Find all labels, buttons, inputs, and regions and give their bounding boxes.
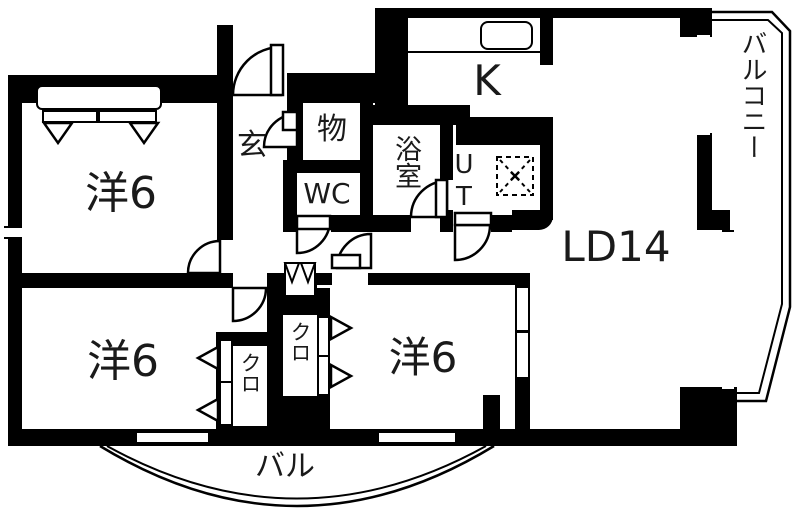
wall-balcony-a	[697, 18, 712, 33]
balcony-bottom-curve-inner	[106, 445, 487, 500]
wall-kitchen-right-upper	[540, 18, 553, 65]
ut-door-leaf	[453, 211, 493, 227]
fold-mark-left-2	[195, 396, 220, 424]
label-living-dining: LD14	[561, 222, 671, 271]
balcony-bottom-curve-outer	[99, 444, 495, 508]
wall-storage-top	[293, 73, 390, 103]
bedroom-bm-door-leaf	[330, 253, 362, 270]
wall-left	[8, 75, 22, 446]
wall-corridor-left	[283, 160, 297, 232]
label-bedroom-bottom-left: 洋6	[87, 336, 159, 387]
wall-kitchen-bottom-b	[456, 117, 540, 145]
fold-mark-tl-1	[41, 121, 75, 146]
closet-right-panel-divider	[317, 355, 330, 357]
label-closet-left: クロ	[238, 352, 262, 394]
wall-corridor-top-d	[491, 215, 512, 232]
closet-left-box	[233, 346, 267, 426]
wall-balcony-step	[697, 210, 730, 230]
wall-kitchen-bottom-a	[373, 105, 470, 125]
label-balcony-bottom: バル	[255, 449, 315, 484]
fold-mark-tl-2	[127, 121, 161, 146]
washer-x-2	[510, 171, 520, 181]
window-ld-balcony-1	[697, 33, 710, 137]
bedroom-tl-door-arc	[186, 239, 222, 275]
wall-entry-pier	[217, 25, 233, 240]
wall-balcony-b	[697, 133, 712, 210]
wall-top-right	[375, 8, 712, 18]
door-gap-bedroom-bl	[233, 273, 267, 288]
label-bathroom: 浴室	[390, 135, 421, 189]
wall-kitchen-right-lower	[540, 117, 553, 220]
wall-ut-corner-round	[512, 210, 553, 230]
door-gap-bedroom-tl	[218, 240, 232, 273]
fold-mark-hall-2	[299, 262, 317, 285]
front-door-leaf	[269, 43, 285, 97]
label-entrance: 玄	[237, 128, 267, 163]
closet-panel-tl-2	[98, 110, 157, 123]
window-bedroom-tl	[36, 85, 162, 110]
wall-corner-bottomright	[680, 387, 737, 446]
wall-corridor-top-c	[447, 215, 453, 232]
balcony-side-outline-inner	[712, 19, 783, 394]
window-bottom-2	[377, 431, 457, 444]
label-bedroom-top-left: 洋6	[85, 168, 157, 219]
label-utility: UT	[449, 150, 479, 214]
window-room-ld-divider	[515, 330, 530, 333]
wall-corridor-top-b	[360, 215, 411, 232]
label-toilet: WC	[303, 177, 351, 210]
bath-door-leaf	[434, 178, 449, 219]
label-balcony-side: バルコニー	[737, 30, 767, 160]
window-ld-balcony-2	[722, 230, 734, 391]
fold-mark-hall-1	[283, 262, 301, 285]
label-kitchen: K	[473, 56, 501, 105]
fold-mark-right-1	[329, 314, 354, 342]
ut-door-arc	[453, 223, 492, 262]
label-bedroom-bottom-mid: 洋6	[388, 333, 458, 382]
window-left-wall	[4, 226, 22, 239]
balcony-side-outline-outer	[712, 10, 792, 403]
wall-corridor-bottom-d	[368, 273, 528, 285]
fold-mark-left-1	[195, 344, 220, 372]
label-closet-right: クロ	[288, 321, 312, 363]
bedroom-bl-door-arc	[231, 286, 268, 323]
wall-kitchen-left	[375, 8, 408, 113]
window-bottom-1	[135, 431, 210, 444]
storage-door-leaf	[281, 110, 299, 132]
wall-stub	[483, 395, 500, 429]
label-storage: 物	[317, 112, 347, 147]
closet-left-panel-divider	[219, 381, 233, 383]
wall-bath-left	[360, 103, 373, 232]
wall-corridor-bottom-c	[317, 273, 332, 285]
kitchen-sink	[480, 21, 533, 50]
fold-mark-right-2	[329, 362, 354, 390]
wall-wc-top	[283, 160, 373, 173]
closet-right-box	[283, 315, 317, 396]
wc-door-leaf	[295, 214, 332, 231]
wall-corridor-top-a	[331, 215, 360, 232]
wall-corridor-bottom-a	[8, 273, 233, 288]
